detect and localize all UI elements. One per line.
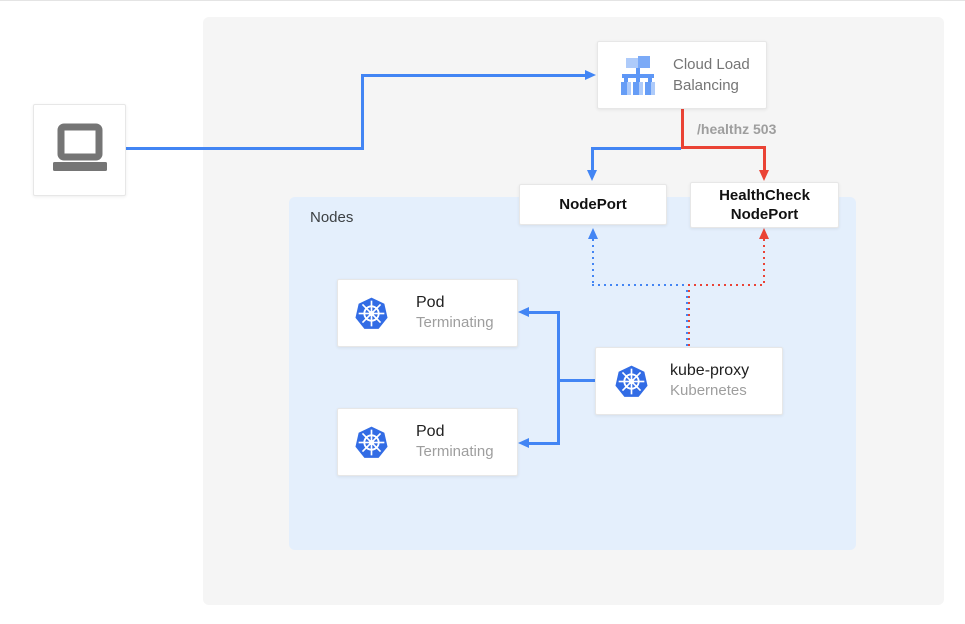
- dotted-to-nodeport-h: [592, 284, 689, 286]
- client-laptop-node: [33, 104, 126, 196]
- arrow-into-pod2: [518, 438, 529, 448]
- nodeport-label: NodePort: [559, 196, 627, 213]
- line-clb-healthz-v1: [681, 109, 684, 149]
- load-balancer-icon: [621, 56, 655, 95]
- line-clb-healthz-v2: [763, 146, 766, 171]
- kubernetes-icon: [615, 365, 648, 397]
- kube-proxy-subtitle: Kubernetes: [670, 382, 747, 399]
- pod1-title: Pod: [416, 294, 445, 311]
- pod2-title: Pod: [416, 423, 445, 440]
- dotted-kubeproxy-stem-red: [688, 290, 690, 347]
- line-branch-nodeport-v: [591, 147, 594, 171]
- cloud-load-balancing-node: Cloud Load Balancing: [597, 41, 767, 109]
- healthcheck-nodeport-label-line1: HealthCheck: [719, 187, 810, 204]
- laptop-icon: [52, 123, 107, 171]
- line-client-to-clb-h1: [125, 147, 364, 150]
- kube-proxy-node: kube-proxy Kubernetes: [595, 347, 783, 415]
- dotted-kubeproxy-stem-blue: [686, 290, 688, 347]
- healthcheck-nodeport-label-line2: NodePort: [730, 206, 799, 223]
- line-to-pod1: [528, 311, 560, 314]
- dotted-to-healthcheck-v: [763, 239, 765, 285]
- pod1-node: Pod Terminating: [337, 279, 518, 347]
- arrow-into-clb: [585, 70, 596, 80]
- nodeport-node: NodePort: [519, 184, 667, 225]
- line-branch-nodeport-h: [591, 147, 681, 150]
- pod2-node: Pod Terminating: [337, 408, 518, 476]
- line-client-to-clb-v: [361, 74, 364, 150]
- kubernetes-icon: [355, 426, 388, 458]
- pod2-status: Terminating: [416, 443, 494, 460]
- arrow-into-nodeport: [587, 170, 597, 181]
- line-clb-healthz-h: [681, 146, 766, 149]
- healthcheck-nodeport-node: HealthCheck NodePort: [690, 182, 839, 228]
- clb-label-line1: Cloud Load: [673, 56, 750, 73]
- line-client-to-clb-h2: [361, 74, 585, 77]
- healthz-503-label: /healthz 503: [697, 121, 777, 137]
- kubernetes-icon: [355, 297, 388, 329]
- arrow-into-healthcheck-nodeport: [759, 170, 769, 181]
- line-to-pod2: [528, 442, 560, 445]
- clb-label-line2: Balancing: [673, 77, 739, 94]
- arrow-into-pod1: [518, 307, 529, 317]
- line-kubeproxy-fan-v: [557, 311, 560, 445]
- dotted-to-nodeport-v: [592, 239, 594, 285]
- kube-proxy-title: kube-proxy: [670, 362, 750, 379]
- dotted-arrow-into-nodeport: [588, 228, 598, 239]
- line-kubeproxy-out: [557, 379, 596, 382]
- nodes-label: Nodes: [310, 209, 354, 226]
- dotted-arrow-into-healthcheck: [759, 228, 769, 239]
- pod1-status: Terminating: [416, 314, 494, 331]
- dotted-to-healthcheck-h: [688, 284, 765, 286]
